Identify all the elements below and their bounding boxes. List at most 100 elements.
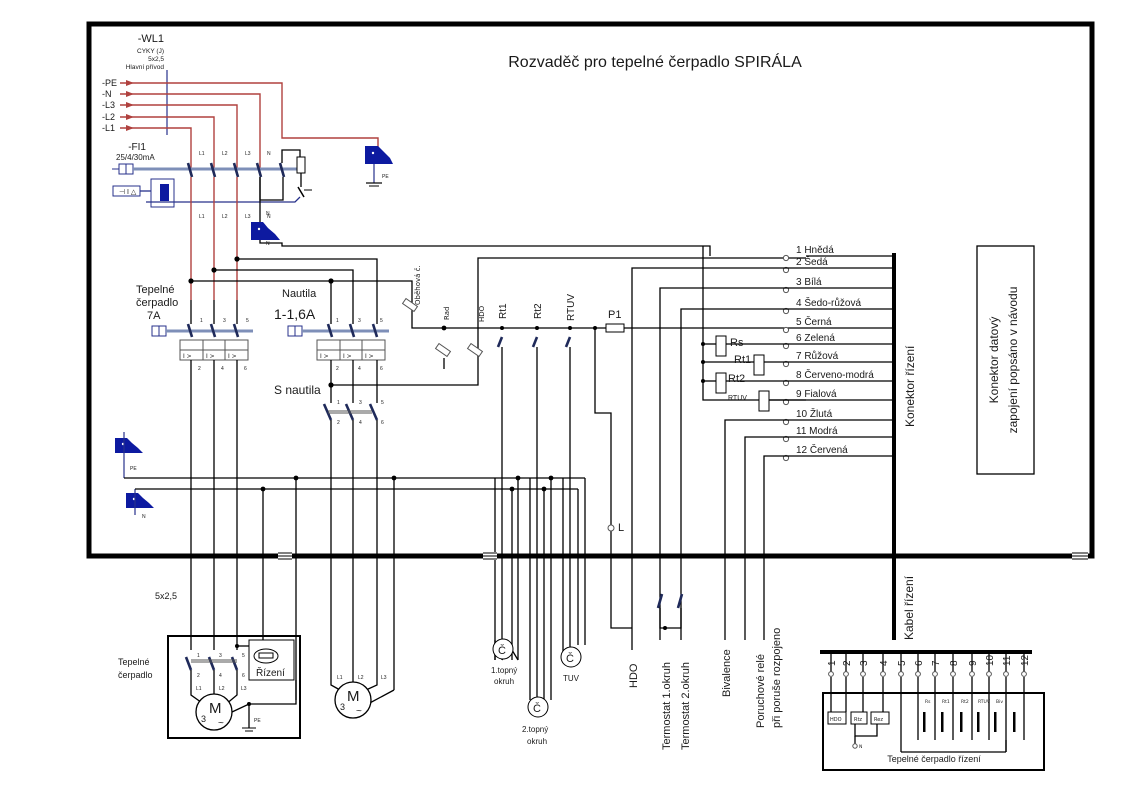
svg-text:4: 4 [219, 673, 222, 679]
connector-pin-label: 4 Šedo-růžová [796, 296, 861, 309]
control-cable-label: Kabel řízení [902, 575, 916, 640]
hp-control-pin-label: 7 [931, 660, 942, 666]
supply-section: 5x2,5 [148, 56, 164, 63]
main-supply: -WL1 CYKY (J) 5x2,5 Hlavní přívod -PE -N… [102, 33, 379, 168]
input-rt2: Rt2 [533, 303, 544, 319]
svg-text:Č: Č [533, 702, 541, 715]
hp-control-pin-terminal [915, 671, 921, 677]
hp-unit-label1: Tepelné [118, 657, 150, 667]
input-obehova: Oběhová č. [414, 265, 422, 305]
pump-tuv: Č TUV [560, 646, 582, 683]
svg-text:I >: I > [365, 353, 374, 360]
svg-text:M: M [209, 700, 222, 717]
svg-text:Rtz: Rtz [854, 717, 862, 723]
svg-text:PE: PE [130, 466, 137, 472]
data-connector-box: Konektor datový zapojení popsáno v návod… [976, 245, 1035, 475]
svg-text:4: 4 [221, 366, 224, 372]
pump-2: Č 2.topný okruh [522, 696, 549, 746]
data-connector-line2: zapojení popsáno v návodu [1006, 287, 1020, 434]
hp-control-pin-label: 9 [968, 660, 979, 666]
svg-text:okruh: okruh [494, 677, 514, 686]
svg-text:okruh: okruh [527, 737, 547, 746]
hp-control-contact [960, 712, 963, 732]
hp-control-title: Tepelné čerpadlo řízení [887, 754, 981, 764]
hp-control-contact [1013, 712, 1016, 732]
n-ground-symbol: N N [251, 211, 280, 247]
svg-text:6: 6 [381, 420, 384, 426]
connector-pin-label: 5 Černá [796, 315, 832, 328]
rcd-name: -FI1 [128, 142, 146, 153]
svg-text:1: 1 [197, 653, 200, 659]
svg-text:5: 5 [380, 318, 383, 324]
label-poruchove-rele: Poruchové relé [755, 654, 767, 728]
svg-text:N: N [267, 151, 271, 157]
hp-control-pin-terminal [986, 671, 992, 677]
contactor-label: S nautila [274, 383, 321, 397]
hp-control-pin-label: 1 [827, 660, 838, 666]
svg-text:6: 6 [242, 673, 245, 679]
svg-text:L1: L1 [196, 686, 202, 692]
input-rtuv: RTUV [566, 294, 577, 321]
connector-pin-label: 12 Červená [796, 443, 848, 456]
svg-text:L3: L3 [381, 675, 387, 681]
svg-text:1: 1 [337, 400, 340, 406]
conductor-l3: -L3 [102, 100, 115, 110]
connector-pin-label: 10 Žlutá [796, 407, 833, 420]
svg-text:PE: PE [254, 718, 261, 724]
supply-name: -WL1 [138, 33, 164, 45]
svg-text:4: 4 [358, 366, 361, 372]
svg-text:1.topný: 1.topný [491, 666, 517, 675]
svg-text:L3: L3 [241, 686, 247, 692]
pe-ground-symbol: PE [365, 146, 393, 187]
svg-text:L2: L2 [222, 151, 228, 157]
pump-1: Č 1.topný okruh [491, 638, 519, 686]
svg-text:N: N [859, 744, 862, 750]
svg-text:~: ~ [218, 718, 224, 729]
svg-text:1: 1 [200, 318, 203, 324]
svg-text:2: 2 [337, 420, 340, 426]
svg-text:3: 3 [358, 318, 361, 324]
svg-text:N: N [266, 241, 270, 247]
svg-text:2: 2 [198, 366, 201, 372]
ground-bus: PE N [115, 432, 586, 700]
conductor-pe: -PE [102, 78, 117, 88]
svg-text:3: 3 [223, 318, 226, 324]
hp-control-pin-label: 6 [914, 660, 925, 666]
relay-rt1: Rt1 [734, 354, 751, 366]
svg-text:L3: L3 [245, 151, 251, 157]
diagram-title: Rozvaděč pro tepelné čerpadlo SPIRÁLA [508, 52, 802, 71]
svg-text:6: 6 [380, 366, 383, 372]
svg-text:Rez: Rez [874, 717, 883, 723]
svg-text:2: 2 [197, 673, 200, 679]
nautila-rating: 1-1,6A [274, 306, 316, 322]
connector-pin-label: 8 Červeno-modrá [796, 368, 874, 381]
svg-text:L1: L1 [337, 675, 343, 681]
svg-text:5: 5 [242, 653, 245, 659]
nautila-label: Nautila [282, 288, 317, 300]
svg-text:5: 5 [381, 400, 384, 406]
svg-text:L2: L2 [358, 675, 364, 681]
svg-text:3: 3 [219, 653, 222, 659]
label-hdo: HDO [628, 663, 640, 688]
relay-rtuv: RTUV [728, 395, 747, 402]
svg-text:Č: Č [566, 652, 574, 665]
svg-text:3: 3 [359, 400, 362, 406]
rcd-pole-labels: L1 L2 L3 N L1 L2 L3 N [199, 151, 271, 220]
rcd-rating: 25/4/30mA [116, 153, 155, 162]
svg-text:I >: I > [183, 353, 192, 360]
connector-pin-label: 11 Modrá [796, 426, 838, 437]
connector-pin-terminal [782, 254, 790, 262]
connector-pin-label: 7 Růžová [796, 350, 839, 362]
svg-text:1: 1 [336, 318, 339, 324]
connector-pin-terminal [782, 326, 790, 334]
control-inputs: Oběhová č. Rad HDO Rt1 Rt2 RTUV P1 [401, 257, 806, 700]
pe-label: PE [382, 174, 389, 180]
supply-desc: Hlavní přívod [126, 64, 165, 71]
svg-text:L2: L2 [222, 214, 228, 220]
svg-text:Rt1: Rt1 [942, 699, 950, 705]
svg-text:Č: Č [498, 644, 506, 657]
svg-text:3: 3 [201, 714, 206, 724]
svg-text:2: 2 [336, 366, 339, 372]
